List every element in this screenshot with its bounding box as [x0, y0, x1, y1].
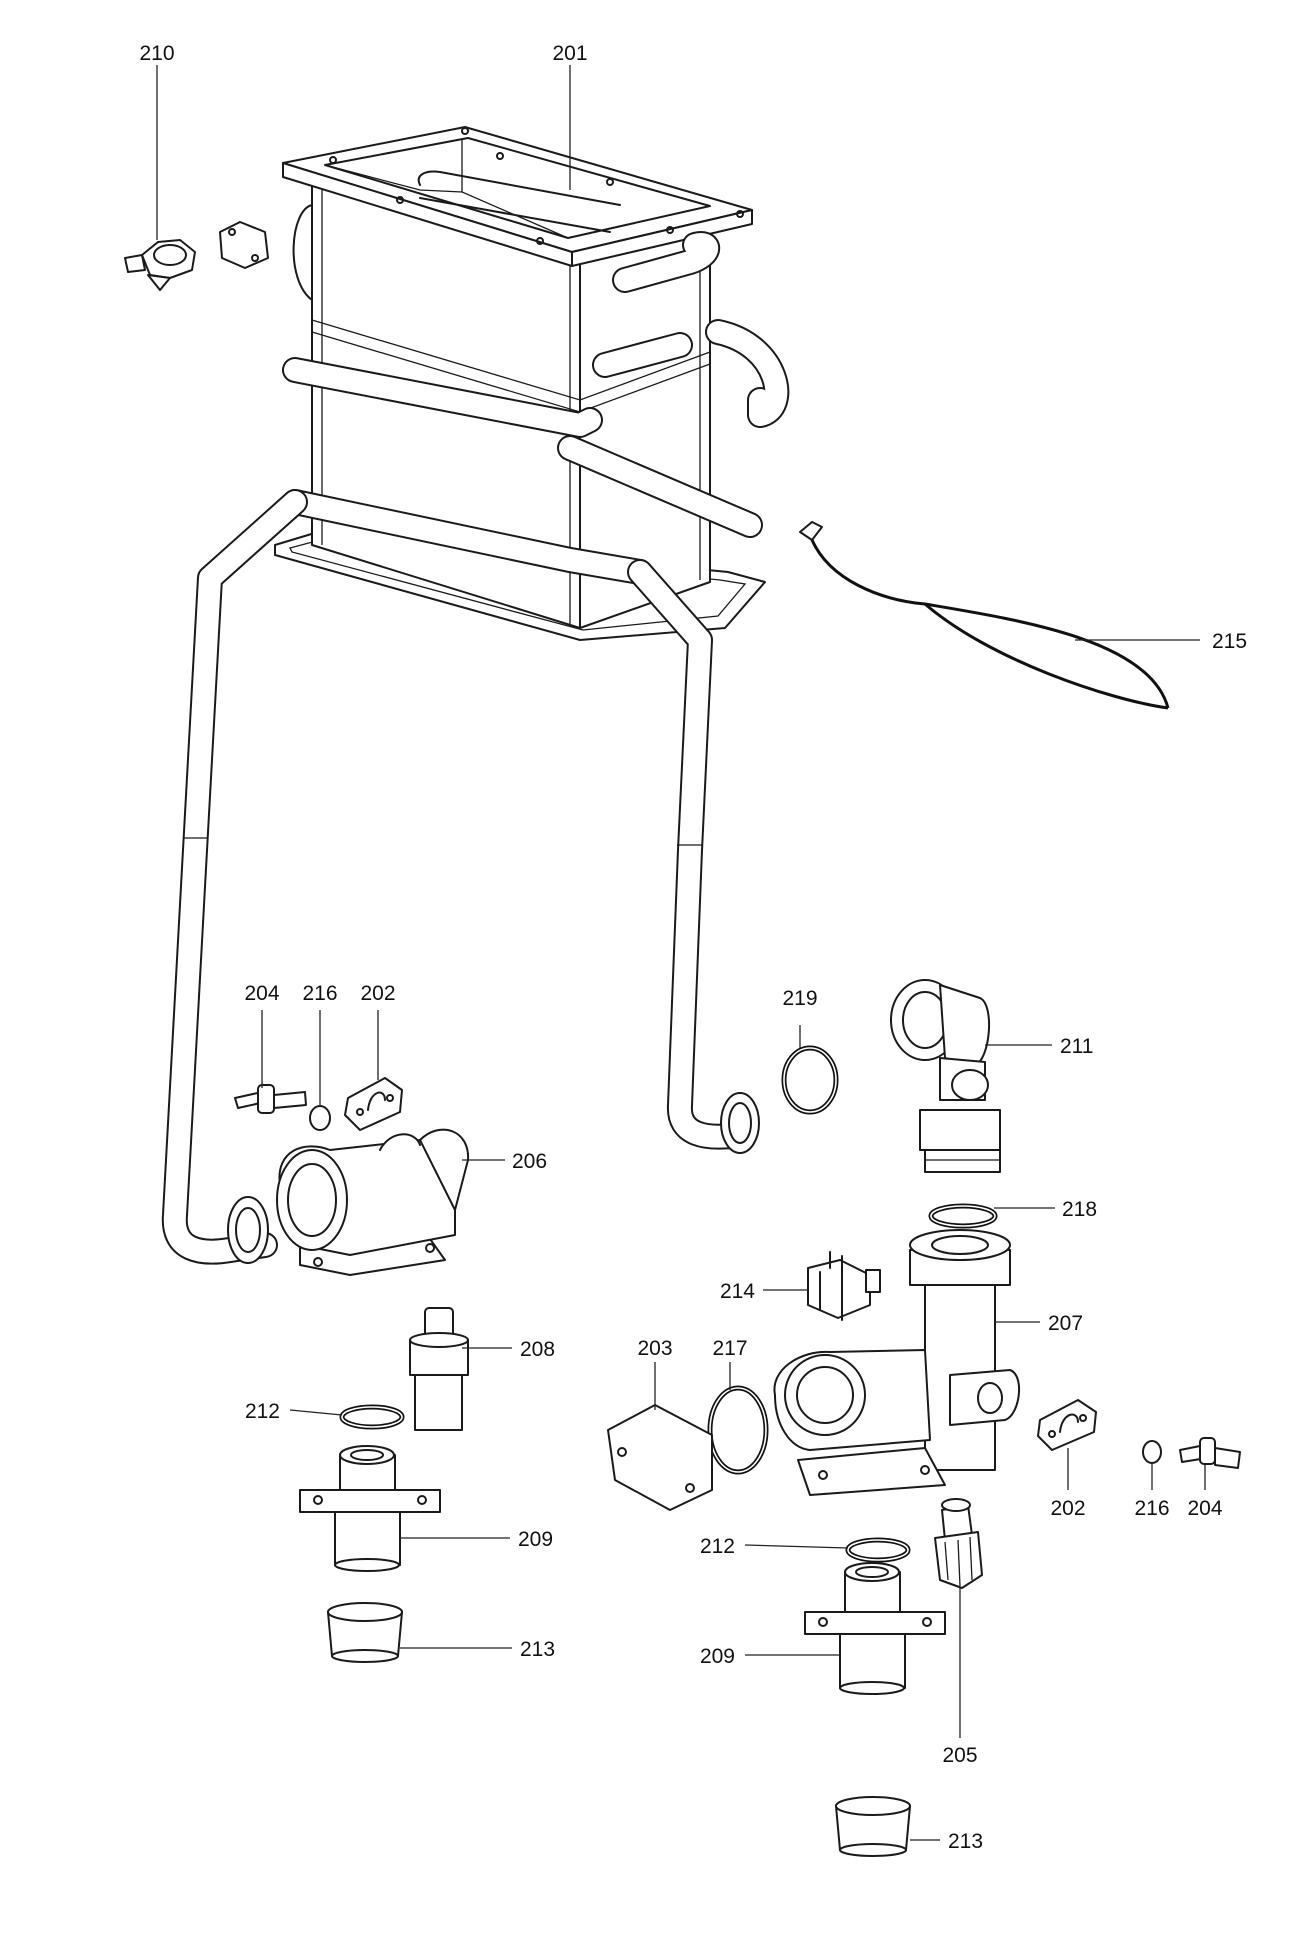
- callout-215: 215: [1212, 630, 1247, 653]
- callout-202-left: 202: [360, 982, 395, 1005]
- callout-labels: 210 201 215 204 216 202 219 211 206 218 …: [139, 42, 1247, 1853]
- part-205-filter[interactable]: [934, 1498, 983, 1589]
- callout-217: 217: [712, 1337, 747, 1360]
- callout-211: 211: [1060, 1035, 1093, 1058]
- part-216-washer-right[interactable]: [1142, 1440, 1162, 1464]
- callout-212-right: 212: [700, 1535, 735, 1558]
- callout-209-left: 209: [518, 1528, 553, 1551]
- callout-219: 219: [782, 987, 817, 1010]
- callout-209-right: 209: [700, 1645, 735, 1668]
- part-216-washer-left[interactable]: [309, 1105, 331, 1131]
- part-203-cover-plate[interactable]: [607, 1404, 713, 1511]
- part-212-o-ring-left[interactable]: [339, 1404, 405, 1430]
- part-215-sensor-cable[interactable]: [799, 521, 1170, 710]
- part-213-cap-left[interactable]: [327, 1602, 403, 1663]
- part-207-manifold-body[interactable]: [773, 1229, 1021, 1496]
- part-204-sensor-left[interactable]: [234, 1084, 307, 1114]
- callout-213-left: 213: [520, 1638, 555, 1661]
- part-202-clip-left[interactable]: [344, 1077, 403, 1131]
- callout-208: 208: [520, 1338, 555, 1361]
- callout-203: 203: [637, 1337, 672, 1360]
- part-214-clip[interactable]: [807, 1251, 881, 1321]
- part-217-o-ring[interactable]: [707, 1385, 769, 1475]
- callout-216-left: 216: [302, 982, 337, 1005]
- leader-lines: [156, 65, 1206, 1841]
- part-209-flange-fitting-left[interactable]: [299, 1445, 441, 1572]
- callout-212-left: 212: [245, 1400, 280, 1423]
- callout-204-left: 204: [244, 982, 279, 1005]
- callout-213-right: 213: [948, 1830, 983, 1853]
- callout-205: 205: [942, 1744, 977, 1767]
- part-218-o-ring[interactable]: [928, 1203, 998, 1229]
- part-208-cartridge[interactable]: [409, 1307, 469, 1431]
- callout-202-right: 202: [1050, 1497, 1085, 1520]
- part-213-cap-right[interactable]: [835, 1796, 911, 1857]
- callout-207: 207: [1048, 1312, 1083, 1335]
- part-202-clip-right[interactable]: [1037, 1399, 1097, 1451]
- part-209-flange-fitting-right[interactable]: [804, 1562, 946, 1695]
- part-219-o-ring[interactable]: [781, 1045, 839, 1115]
- part-211-elbow-fitting[interactable]: [890, 979, 1001, 1173]
- part-201-heat-exchanger[interactable]: [161, 126, 790, 1265]
- part-210-thermostat[interactable]: [124, 221, 269, 291]
- callout-206: 206: [512, 1150, 547, 1173]
- callout-214: 214: [720, 1280, 755, 1303]
- part-204-sensor-right[interactable]: [1179, 1437, 1241, 1469]
- callout-218: 218: [1062, 1198, 1097, 1221]
- callout-216-right: 216: [1134, 1497, 1169, 1520]
- part-212-o-ring-right[interactable]: [845, 1537, 911, 1563]
- part-206-valve-body[interactable]: [276, 1128, 470, 1276]
- callout-204-right: 204: [1187, 1497, 1222, 1520]
- callout-210: 210: [139, 42, 174, 65]
- callout-201: 201: [552, 42, 587, 65]
